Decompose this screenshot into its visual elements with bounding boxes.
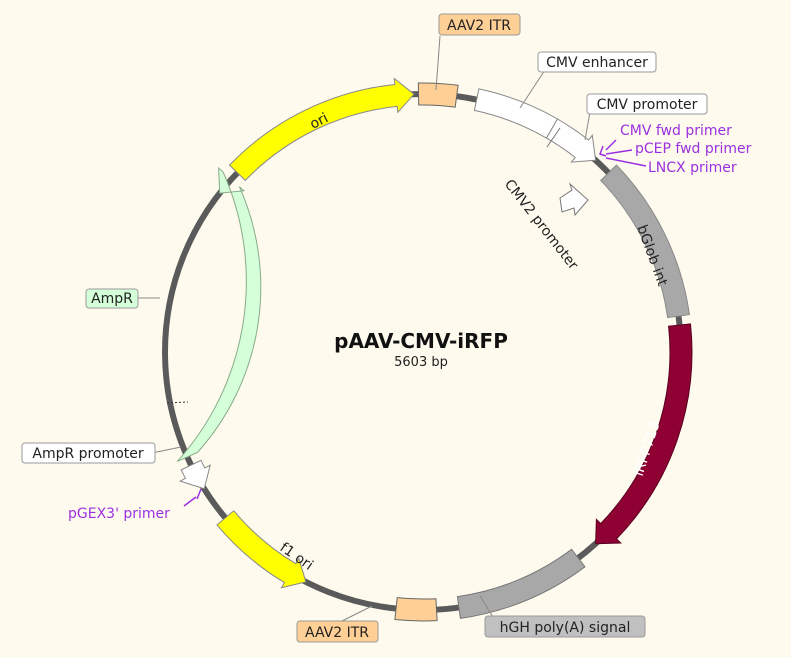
primer-marker-pgex3[interactable]	[196, 488, 202, 500]
plasmid-name: pAAV-CMV-iRFP	[334, 329, 508, 353]
feature-cmv-promoter[interactable]	[545, 118, 597, 163]
label-primer-lncx: LNCX primer	[648, 160, 737, 176]
label-ampr: AmpR	[91, 291, 133, 307]
label-itr-top: AAV2 ITR	[447, 18, 511, 34]
leader-cmv-promoter	[584, 111, 591, 141]
plasmid-size: 5603 bp	[394, 355, 448, 370]
leader-itr-top	[435, 35, 441, 91]
leader-primer-pcep	[605, 149, 633, 155]
leader-primer-lncx	[605, 157, 647, 167]
leader-ampr-promoter	[151, 446, 182, 454]
label-primer-pgex3: pGEX3' primer	[68, 506, 170, 522]
label-hgh-polya: hGH poly(A) signal	[500, 620, 631, 636]
label-itr-bottom: AAV2 ITR	[305, 625, 369, 641]
label-box-ampr-promoter	[21, 442, 156, 464]
feature-cmv-enhancer[interactable]	[473, 88, 559, 139]
feature-bglob-int[interactable]	[599, 164, 690, 319]
label-box-ampr	[85, 288, 139, 309]
feature-ampr[interactable]	[176, 166, 262, 462]
feature-itr-top[interactable]	[417, 82, 459, 108]
label-cmv2-promoter: CMV2 promoter	[501, 177, 581, 274]
cmv2-promoter-arrow[interactable]	[559, 182, 589, 217]
feature-itr-bottom[interactable]	[394, 597, 438, 622]
feature-ori[interactable]	[228, 77, 415, 182]
label-ampr-promoter: AmpR promoter	[32, 446, 143, 462]
feature-irfp713[interactable]	[595, 323, 693, 545]
leader-cmv-enhancer	[519, 69, 546, 109]
feature-f1-ori[interactable]	[216, 510, 307, 589]
feature-ampr-promoter[interactable]	[178, 459, 211, 490]
label-box-itr-bottom	[296, 620, 379, 643]
ampr-dotted-divider	[166, 401, 189, 404]
label-box-cmv-promoter	[586, 93, 708, 115]
leader-primer-pgex3	[183, 496, 197, 507]
label-primer-cmv-fwd: CMV fwd primer	[620, 123, 732, 139]
leader-hgh	[479, 595, 494, 618]
label-cmv-enhancer: CMV enhancer	[546, 55, 648, 71]
label-box-hgh	[484, 615, 646, 638]
label-ori: ori	[307, 110, 330, 133]
primer-marker-cmv-fwd[interactable]	[599, 145, 607, 157]
label-primer-pcep-fwd: pCEP fwd primer	[635, 141, 752, 157]
leader-primer-cmv	[605, 139, 617, 151]
leader-itr-bottom	[339, 605, 373, 623]
feature-hgh-polya[interactable]	[456, 548, 586, 619]
label-box-itr-top	[438, 13, 521, 36]
cmv-divider	[546, 127, 561, 148]
label-cmv-promoter: CMV promoter	[597, 97, 698, 113]
label-box-cmv-enhancer	[537, 51, 657, 73]
